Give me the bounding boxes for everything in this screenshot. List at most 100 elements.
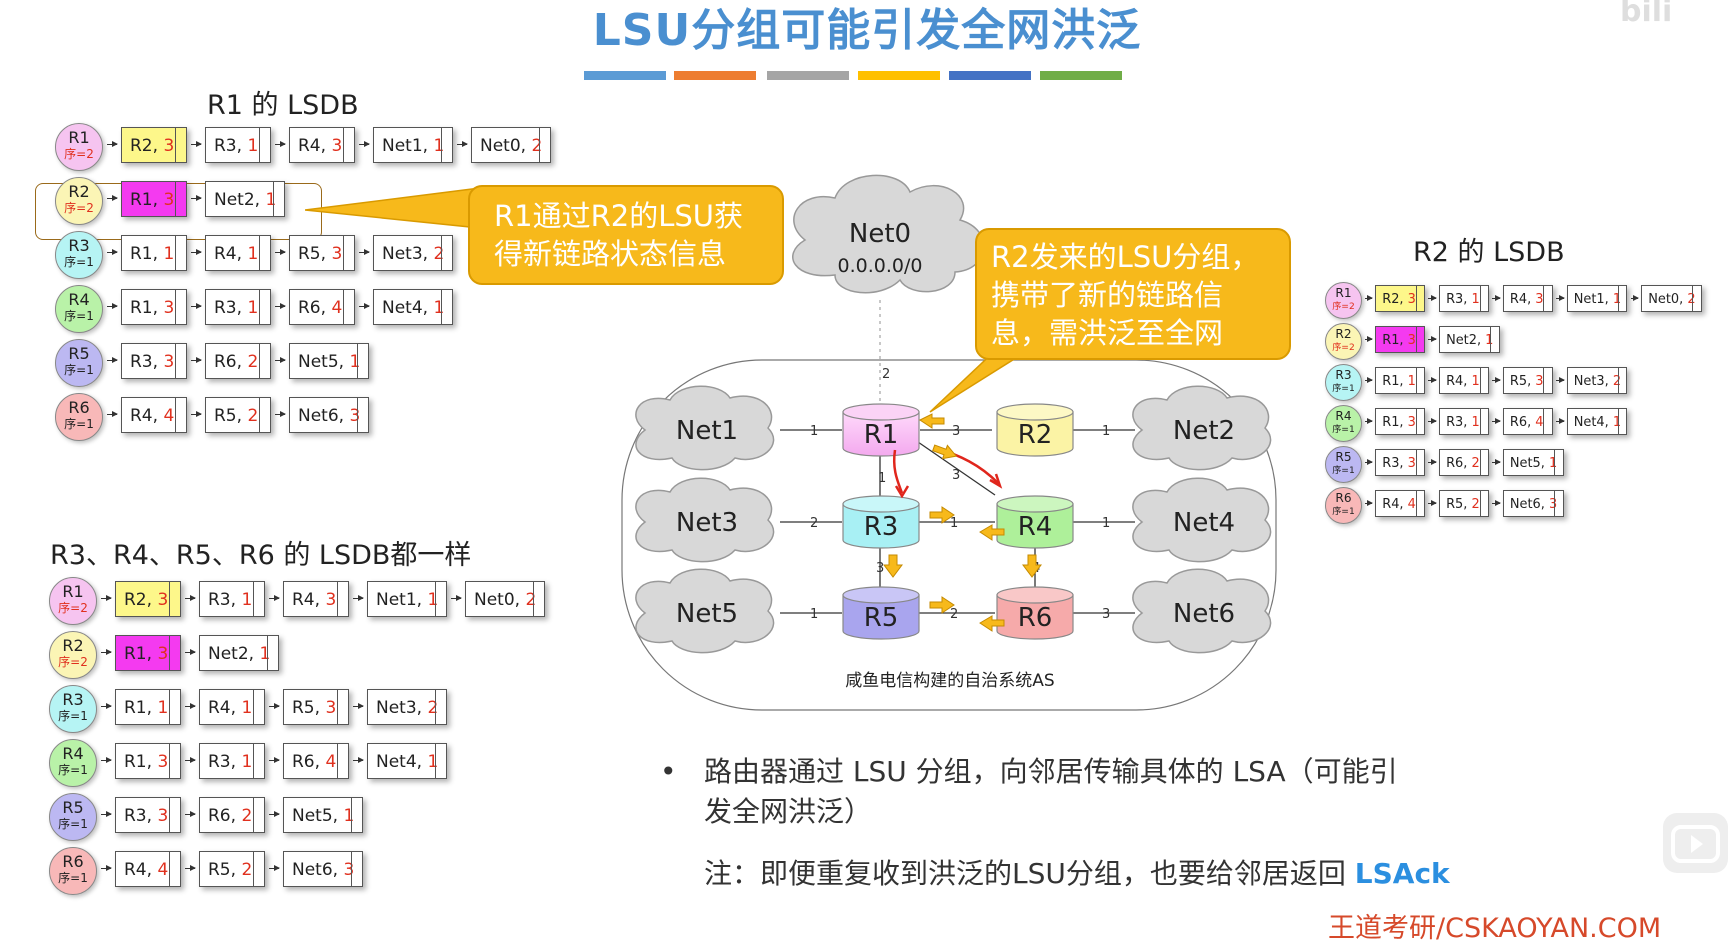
entry-pointer-cell [343,290,354,324]
flood-yellow-arrows [883,413,1042,632]
lsdb-entry: R1, 3 [115,635,181,671]
router-badge-name: R2 [62,636,84,655]
net5-cloud [635,568,775,654]
entry-pointer-cell [259,398,270,432]
entry-pointer-cell [253,690,264,724]
entry-cost: 1 [1612,415,1622,430]
entry-cost: 3 [1407,333,1416,348]
page-title: LSU分组可能引发全网洪泛 [592,5,1142,56]
router-r6 [996,586,1074,640]
entry-arrow [185,811,196,817]
bullet-text: 路由器通过 LSU 分组，向邻居传输具体的 LSA（可能引 发全网洪泛） [704,752,1544,832]
router-badge-seq: 序=2 [58,601,88,615]
entry-pointer-cell [1415,409,1425,435]
entry-arrow [451,595,462,601]
entry-cost: 3 [343,860,355,880]
entry-name: R2, [130,136,164,156]
router-badge-seq: 序=2 [1332,342,1355,353]
entry-name: Net3, [1573,374,1613,389]
router-badge-seq: 序=1 [64,309,94,323]
router-r5 [842,586,920,640]
lsdb-entry: R3, 3 [1375,449,1426,477]
router-r3 [842,495,920,549]
entry-name: Net5, [298,352,350,372]
entry-name: R3, [130,352,164,372]
entry-arrow [353,595,364,601]
entry-cost: 1 [433,298,445,318]
entry-pointer-cell [1479,286,1489,312]
entry-name: R1, [124,698,158,718]
entry-pointer-cell [253,852,264,886]
entry-pointer-cell [259,128,270,162]
entry-pointer-cell [175,182,186,216]
entry-pointer-cell [435,744,446,778]
entry-cost: 1 [157,698,169,718]
entry-name: R3, [214,136,248,156]
entry-name: R6, [1509,415,1536,430]
video-play-icon[interactable] [1663,813,1728,873]
entry-name: R4, [1509,292,1536,307]
entry-name: R4, [298,136,332,156]
r1-lsdb-title: R1 的 LSDB [207,90,359,121]
lsdb-entry: R5, 3 [283,689,349,725]
entry-name: R1, [1382,333,1408,348]
callout-left-line2: 得新链路状态信息 [494,237,727,271]
entry-arrow [191,303,202,309]
entry-pointer-cell [259,236,270,270]
callout-left-line1: R1通过R2的LSU获 [494,199,743,233]
entry-arrow [107,357,118,363]
entry-cost: 1 [241,752,253,772]
entry-name: R2, [124,590,158,610]
lsdb-entry: R1, 3 [1375,408,1426,436]
entry-arrow [1428,458,1437,465]
router-r1 [842,403,920,457]
entry-cost: 1 [247,136,259,156]
callout-right: R2发来的LSU分组， 携带了新的链路信 息，需洪泛至全网 [975,228,1291,360]
entry-name: Net1, [1573,292,1613,307]
lsdb-entry: R1, 3 [115,743,181,779]
entry-pointer-cell [1554,450,1563,476]
entry-arrow [1364,417,1373,424]
entry-pointer-cell [1617,409,1627,435]
lsdb-entry: Net4, 1 [367,743,447,779]
entry-arrow [359,303,370,309]
entry-pointer-cell [169,582,180,616]
entry-cost: 1 [1471,292,1480,307]
bullet-line2: 发全网洪泛） [704,795,873,828]
router-badge-seq: 序=1 [64,417,94,431]
entry-cost: 4 [331,298,343,318]
entry-cost: 3 [1535,374,1544,389]
lsdb-entry: R4, 3 [1502,285,1553,313]
r2-label: R2 [1018,420,1053,450]
svg-text:3: 3 [952,424,960,439]
lsdb-entry: R1, 3 [1375,326,1426,354]
entry-pointer-cell [259,290,270,324]
svg-text:2: 2 [810,516,818,531]
entry-name: Net0, [480,136,532,156]
color-bar-2 [674,71,756,80]
note-prefix: 注：即便重复收到洪泛的LSU分组，也要给邻居返回 [704,857,1355,890]
svg-text:2: 2 [950,607,958,622]
entry-name: Net2, [214,190,266,210]
entry-arrow [185,865,196,871]
router-badge-name: R6 [62,852,84,871]
router-r2 [996,403,1074,457]
router-badge-seq: 序=1 [58,709,88,723]
entry-cost: 2 [433,244,445,264]
callout-right-line3: 息，需洪泛至全网 [991,316,1224,350]
lsdb-entry: Net5, 1 [289,343,369,379]
entry-cost: 3 [163,298,175,318]
entry-name: R3, [214,298,248,318]
entry-cost: 3 [157,752,169,772]
entry-arrow [101,757,112,763]
entry-name: R5, [298,244,332,264]
lsdb-entry: Net5, 1 [1502,449,1564,477]
entry-name: R5, [1446,497,1472,512]
entry-pointer-cell [175,236,186,270]
entry-pointer-cell [169,852,180,886]
lsdb-entry: Net3, 2 [373,235,453,271]
lsdb-entry: R6, 2 [205,343,271,379]
